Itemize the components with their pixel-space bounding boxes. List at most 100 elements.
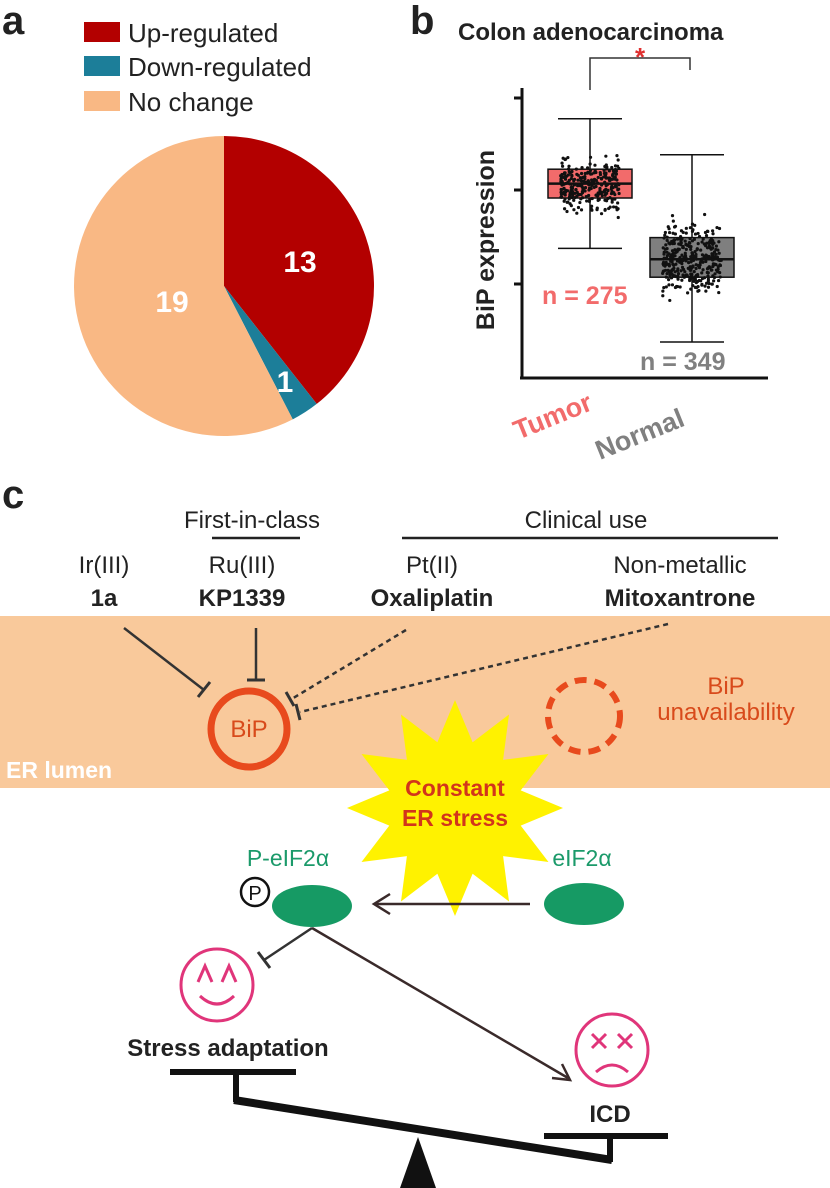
data-point-1 [683,251,687,255]
data-point-1 [704,234,709,238]
data-point-1 [669,276,674,280]
data-point-1 [692,269,696,274]
inhibition-arrows [123,622,669,721]
data-point-0 [615,154,619,158]
data-point-0 [595,208,599,212]
data-point-1 [711,246,715,250]
data-point-1 [673,270,677,274]
data-point-0 [610,165,614,170]
data-point-1 [715,255,720,259]
data-point-1 [692,279,696,283]
data-point-1 [665,238,669,242]
data-point-0 [604,176,608,180]
legend-swatch-down [84,56,120,76]
data-point-1 [693,285,697,289]
data-point-1 [667,283,671,287]
data-point-1 [711,264,715,269]
data-point-1 [717,290,721,295]
data-point-1 [682,275,686,279]
data-point-1 [703,212,707,217]
data-point-0 [596,175,600,180]
data-point-0 [585,166,590,170]
pie-value-down: 1 [277,366,294,399]
data-point-0 [562,207,567,211]
data-point-1 [677,257,681,261]
data-point-1 [668,273,672,277]
data-point-0 [566,180,570,184]
box-plot-area [547,118,735,343]
data-point-1 [682,255,686,259]
data-point-0 [565,209,569,214]
data-point-0 [560,182,564,186]
data-point-1 [699,248,703,252]
phosphate-label: P [248,883,261,905]
data-point-1 [701,237,705,241]
data-point-1 [693,257,697,261]
data-point-0 [617,191,621,196]
data-point-0 [613,167,618,172]
data-point-0 [613,197,617,201]
data-point-1 [689,247,693,251]
data-point-0 [582,179,586,183]
data-point-1 [693,275,697,279]
panel-label-c: c [2,473,24,517]
data-point-1 [664,243,668,247]
data-point-0 [561,192,565,196]
data-point-1 [714,247,718,252]
data-point-0 [594,193,599,197]
data-point-0 [605,167,609,171]
data-point-1 [661,246,665,250]
data-point-0 [585,199,589,203]
data-point-1 [675,248,679,252]
data-point-1 [661,289,665,293]
data-point-0 [575,211,579,215]
data-point-0 [615,178,619,182]
data-point-1 [706,279,710,283]
data-point-1 [674,262,678,266]
data-point-1 [714,252,718,256]
data-point-0 [612,175,616,179]
data-point-1 [666,278,671,282]
data-point-1 [700,240,704,244]
data-point-0 [564,157,568,161]
data-point-0 [610,198,614,202]
data-point-1 [673,285,678,290]
data-point-0 [560,172,564,177]
data-point-1 [700,283,704,287]
data-point-1 [718,275,722,279]
stress-starburst [347,700,563,916]
significance-star: * [635,42,646,72]
data-point-1 [707,240,711,245]
data-point-0 [617,187,621,191]
data-point-1 [704,289,708,293]
data-point-0 [604,184,608,188]
data-point-1 [668,298,672,303]
data-point-0 [570,185,575,189]
bip-unavailability-label-2: unavailability [657,699,794,726]
data-point-1 [665,235,669,239]
chart-title: Colon adenocarcinoma [458,19,724,46]
data-point-0 [579,179,583,183]
data-point-1 [696,231,700,236]
data-point-1 [676,277,680,281]
data-point-0 [584,195,588,199]
clinical-use-label: Clinical use [525,507,648,534]
data-point-0 [578,200,582,205]
data-point-1 [711,232,715,236]
data-point-0 [568,171,572,175]
data-point-0 [572,208,576,212]
data-point-0 [598,191,602,195]
data-point-1 [679,229,684,233]
data-point-1 [662,285,666,290]
data-point-1 [661,294,665,298]
data-point-1 [662,256,666,260]
data-point-0 [583,189,587,193]
data-point-1 [669,259,673,263]
data-point-1 [688,278,692,283]
data-point-1 [691,228,695,232]
data-point-1 [690,274,694,278]
data-point-1 [683,270,687,274]
data-point-0 [580,196,585,200]
data-point-0 [576,178,580,182]
pie-value-nochange: 19 [155,286,188,319]
